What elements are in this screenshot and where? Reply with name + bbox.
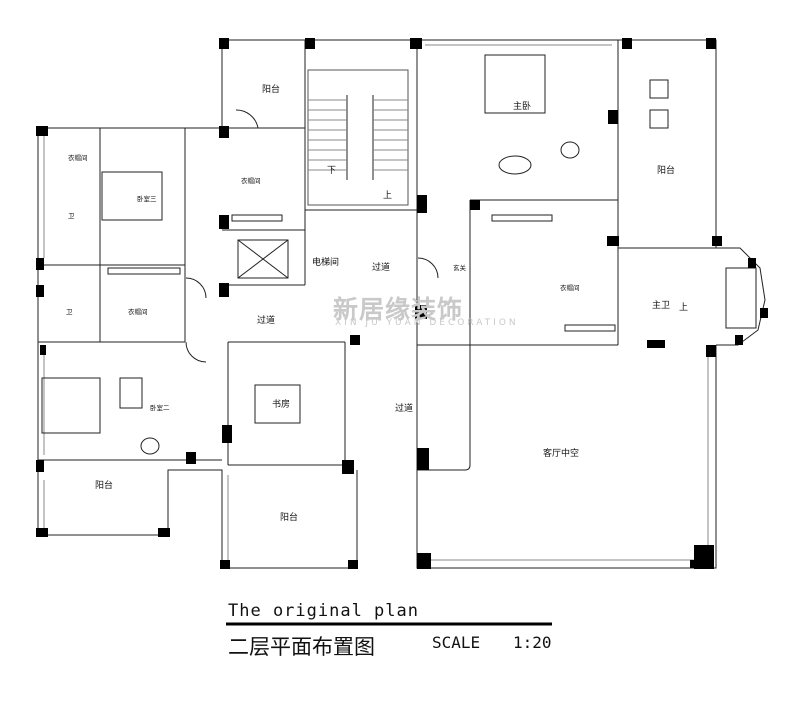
- label-living-void: 客厅中空: [543, 447, 579, 459]
- label-bath-2: 卫: [66, 308, 73, 316]
- balcony-chair-2: [649, 109, 669, 129]
- caption-scale-label: SCALE: [432, 633, 481, 652]
- master-table: [498, 155, 532, 175]
- label-guest-room-3: 卧室三: [137, 194, 157, 203]
- label-master-cloak: 衣帽间: [560, 283, 580, 292]
- caption-title-en: The original plan: [228, 601, 419, 621]
- label-balcony-right: 阳台: [657, 164, 675, 176]
- label-balcony-bottom-left: 阳台: [95, 479, 113, 491]
- label-master-bedroom: 主卧: [513, 100, 531, 112]
- wardrobe-4: [564, 324, 616, 332]
- wardrobe-3: [491, 214, 553, 222]
- label-bath-up: 上: [679, 302, 688, 313]
- columns: [36, 38, 768, 569]
- door-swing-hall: [417, 257, 439, 279]
- wall-living-curve: [417, 345, 471, 471]
- label-cloakroom-2: 衣帽间: [241, 176, 261, 185]
- bathtub: [725, 267, 757, 329]
- label-corridor-2: 过道: [257, 314, 275, 326]
- label-dressing-left: 衣帽间: [128, 307, 148, 316]
- armchair-master: [560, 141, 580, 159]
- wall-bay-window: [716, 247, 766, 346]
- armchair-bedroom2: [140, 437, 160, 455]
- watermark-subtitle: XIN JU YUAN DECORATION: [335, 318, 519, 328]
- bed-master: [484, 54, 546, 114]
- label-bathroom-1: 卫: [68, 212, 75, 220]
- label-guest-room-2: 卧室二: [150, 403, 170, 412]
- elevator-cross-2: [237, 239, 289, 279]
- door-swing-balcony: [235, 109, 259, 129]
- sofa-bedroom2: [119, 377, 143, 409]
- bed-bedroom3: [101, 171, 163, 221]
- staircase: [307, 69, 409, 206]
- label-corridor-3: 过道: [395, 402, 413, 414]
- door-swing-bedroom2: [185, 341, 207, 363]
- bed-bedroom2: [41, 377, 101, 434]
- study-desk: [254, 384, 301, 424]
- label-stair-up: 上: [383, 190, 392, 201]
- label-balcony-bottom-mid: 阳台: [280, 511, 298, 523]
- door-swing-corridor: [185, 277, 207, 299]
- label-study: 书房: [272, 398, 290, 410]
- watermark-logo: 新居缘装饰: [333, 295, 464, 324]
- label-cloakroom-1: 衣帽间: [68, 153, 88, 162]
- label-elevator-room: 电梯间: [312, 256, 339, 268]
- wall-top-right: [417, 39, 717, 248]
- label-hall: 玄关: [453, 263, 467, 272]
- wall-left: [37, 40, 358, 569]
- balcony-chair-1: [649, 79, 669, 99]
- wardrobe-2: [231, 214, 283, 222]
- label-corridor-1: 过道: [372, 261, 390, 273]
- label-balcony-top-left: 阳台: [262, 83, 280, 95]
- stair-treads: [308, 99, 408, 171]
- wardrobe-1: [107, 267, 181, 275]
- elevator-shaft: [237, 239, 289, 279]
- caption-title-cn: 二层平面布置图: [228, 635, 375, 659]
- caption-scale-value: 1:20: [513, 633, 552, 652]
- label-stair-down: 下: [327, 166, 336, 176]
- label-master-bath: 主卫: [652, 299, 670, 311]
